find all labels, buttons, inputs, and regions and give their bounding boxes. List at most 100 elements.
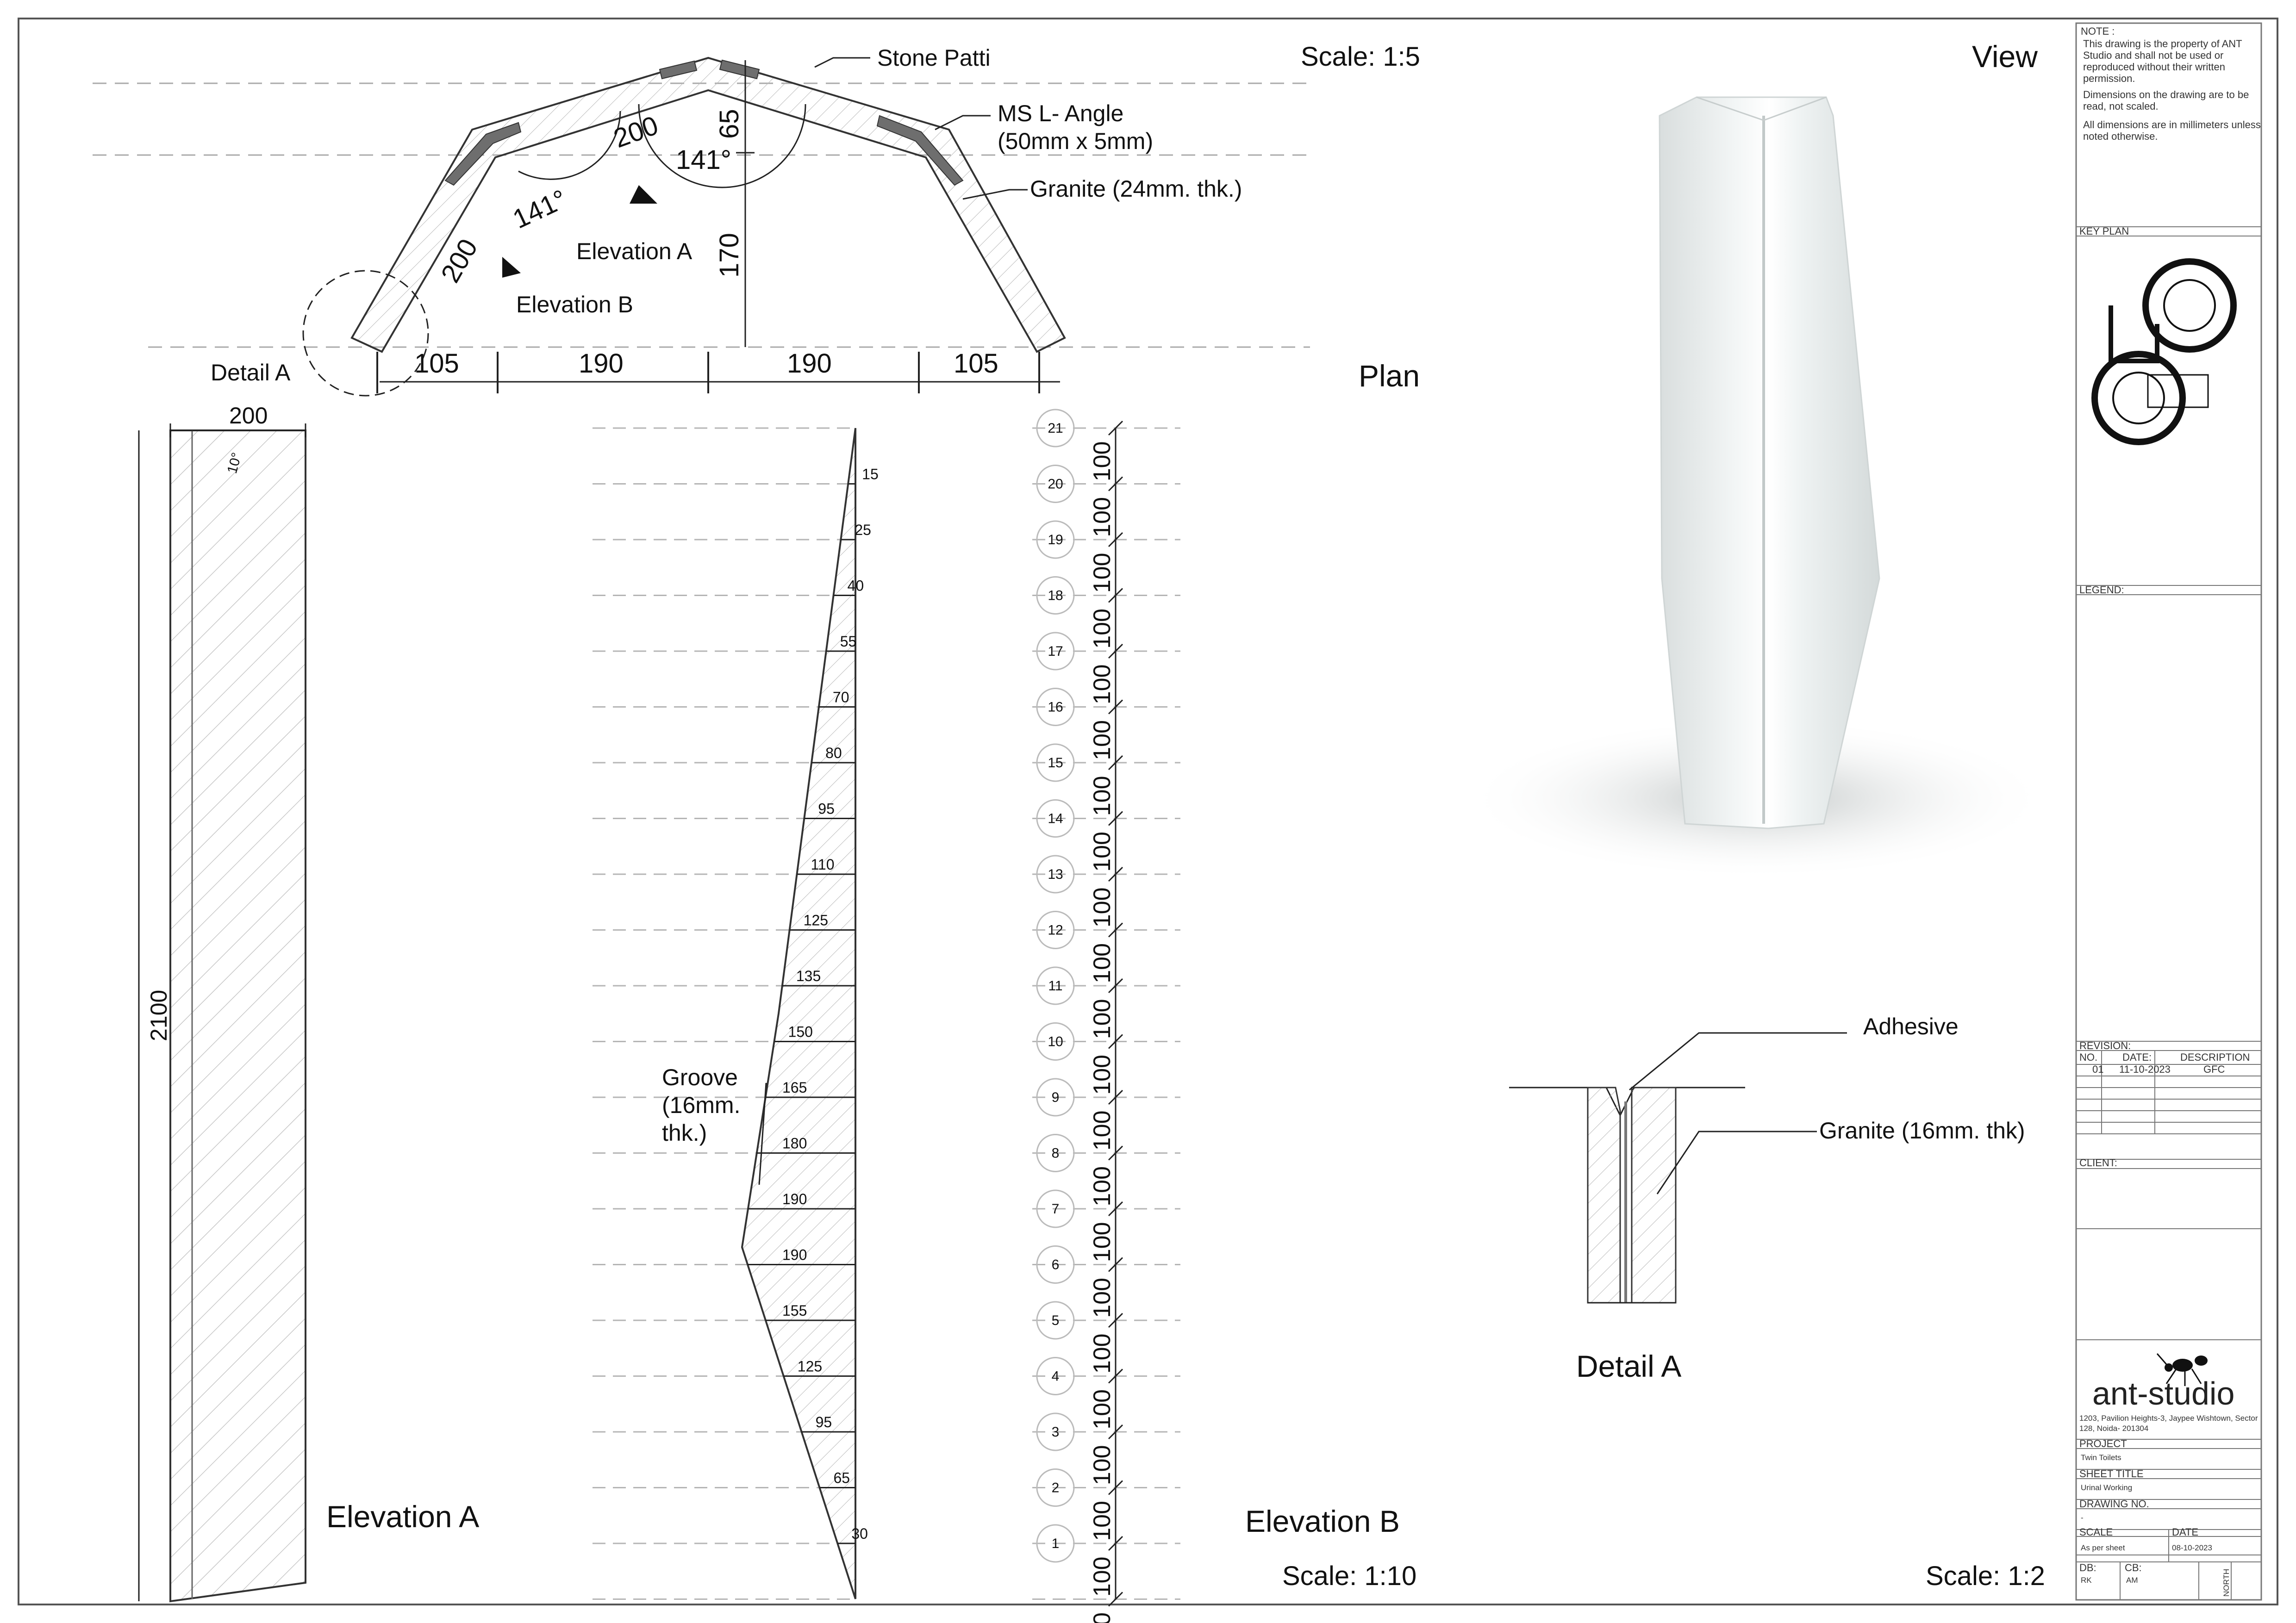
course-height-dim: 100 <box>1089 1612 1116 1623</box>
elevation-b-width-label: 40 <box>848 578 864 594</box>
stone-patti-top <box>659 60 698 80</box>
elevation-b-arrow <box>502 257 521 278</box>
logo-text: ant-studio <box>2092 1375 2234 1412</box>
course-height-dim: 100 <box>1089 1278 1116 1318</box>
course-number-circle <box>1036 632 1075 671</box>
detail-a-scale: Scale: 1:2 <box>1926 1561 2045 1591</box>
key-plan-label: KEY PLAN <box>2079 225 2129 237</box>
course-number-circle <box>1036 1357 1075 1395</box>
dim-angle-141-top: 141° <box>676 145 731 175</box>
view-rendering: View <box>1463 39 2051 879</box>
elevation-b-width-label: 150 <box>788 1024 813 1040</box>
note-line: permission. <box>2083 73 2135 84</box>
course-number-label: 2 <box>1052 1480 1060 1496</box>
note-line: noted otherwise. <box>2083 131 2158 142</box>
cb-label: CB: <box>2125 1562 2142 1573</box>
course-number-label: 20 <box>1048 477 1063 492</box>
course-number-circle <box>1036 576 1075 615</box>
ms-angle-left <box>444 122 522 186</box>
dim-bottom-105-right: 105 <box>954 348 998 379</box>
dim-170: 170 <box>714 233 744 278</box>
pillar-render <box>1659 96 1880 829</box>
key-plan-drawing <box>2091 258 2237 445</box>
course-number-circle <box>1036 688 1075 726</box>
course-height-dim: 100 <box>1089 832 1116 872</box>
course-number-label: 4 <box>1052 1369 1060 1384</box>
course-number-circle <box>1036 520 1075 559</box>
date-label: DATE <box>2172 1526 2198 1538</box>
elevation-b-width-label: 70 <box>833 689 849 706</box>
course-number-label: 6 <box>1052 1257 1060 1273</box>
drawing-no-label: DRAWING NO. <box>2079 1498 2149 1510</box>
ms-angle-size-label: (50mm x 5mm) <box>998 128 1153 154</box>
course-number-circle <box>1036 743 1075 782</box>
groove-label-line-1: Groove <box>662 1064 738 1090</box>
rev-header-no: NO. <box>2079 1051 2097 1063</box>
date-value: 08-10-2023 <box>2172 1543 2212 1552</box>
elevation-b-width-label: 110 <box>811 856 834 873</box>
elevation-b-width-label: 190 <box>782 1191 807 1207</box>
course-number-circle <box>1036 1189 1075 1228</box>
course-number-label: 16 <box>1048 700 1063 715</box>
granite-16mm-label: Granite (16mm. thk) <box>1819 1118 2025 1144</box>
cb-value: AM <box>2126 1576 2138 1585</box>
course-height-dim: 100 <box>1089 776 1116 816</box>
plan-scale: Scale: 1:5 <box>1301 42 1420 72</box>
course-number-circle <box>1036 1078 1075 1117</box>
dim-angle-141-left: 141° <box>508 184 571 235</box>
elevation-b-width-label: 15 <box>862 466 879 483</box>
note-line: All dimensions are in millimeters unless <box>2083 119 2261 131</box>
course-number-circle <box>1036 1468 1075 1507</box>
note-line: Studio and shall not be used or <box>2083 50 2223 61</box>
elevation-b-width-label: 190 <box>782 1247 807 1263</box>
db-value: RK <box>2081 1576 2092 1585</box>
ms-angle-top-right <box>719 59 760 80</box>
elevation-a-arrow <box>630 185 657 204</box>
dim-bottom-190-left: 190 <box>579 348 624 379</box>
ant-studio-logo: ant-studio <box>2092 1353 2234 1412</box>
adhesive-label: Adhesive <box>1863 1014 1959 1039</box>
note-line: Dimensions on the drawing are to be <box>2083 89 2249 100</box>
elevation-b-width-label: 155 <box>782 1302 807 1319</box>
detail-a-granite-right <box>1631 1087 1677 1304</box>
legend-label: LEGEND: <box>2079 584 2124 596</box>
course-number-circle <box>1036 465 1075 503</box>
elevation-b-callout-label: Elevation B <box>516 292 633 317</box>
sheet-title-label: SHEET TITLE <box>2079 1468 2144 1480</box>
course-number-circle <box>1036 1022 1075 1061</box>
course-number-label: 14 <box>1048 811 1063 827</box>
course-number-label: 7 <box>1052 1201 1060 1217</box>
rev-row-description: GFC <box>2203 1063 2225 1075</box>
course-height-dim: 100 <box>1089 497 1116 537</box>
course-number-label: 3 <box>1052 1424 1060 1440</box>
course-number-label: 18 <box>1048 588 1063 603</box>
note-line: reproduced without their written <box>2083 61 2225 73</box>
note-line: This drawing is the property of ANT <box>2083 38 2242 50</box>
dim-bottom-190-right: 190 <box>787 348 832 379</box>
course-height-dim: 100 <box>1089 999 1116 1039</box>
course-height-dim: 100 <box>1089 943 1116 983</box>
course-height-dim: 100 <box>1089 609 1116 649</box>
detail-a-title: Detail A <box>1576 1349 1681 1383</box>
elevation-b-width-label: 95 <box>816 1414 832 1430</box>
elevation-b-width-label: 125 <box>804 912 828 929</box>
course-height-dim: 100 <box>1089 1501 1116 1541</box>
dim-65: 65 <box>714 109 744 139</box>
course-number-circle <box>1036 1301 1075 1340</box>
course-number-circle <box>1036 409 1075 448</box>
course-number-circle <box>1036 855 1075 894</box>
course-height-dim: 100 <box>1089 1166 1116 1206</box>
course-height-dim: 100 <box>1089 664 1116 704</box>
elevation-b-view: 1525405570809511012513515016518019019015… <box>593 409 1416 1623</box>
project-value: Twin Toilets <box>2081 1453 2121 1462</box>
course-height-dim: 100 <box>1089 553 1116 593</box>
granite-24mm-label: Granite (24mm. thk.) <box>1030 176 1242 202</box>
dim-bottom-105-left: 105 <box>414 348 459 379</box>
course-height-dim: 100 <box>1089 720 1116 760</box>
elevation-b-width-label: 30 <box>851 1525 868 1542</box>
drawing-no-value: - <box>2081 1513 2084 1522</box>
elevation-a-callout-label: Elevation A <box>576 238 693 264</box>
course-number-circle <box>1036 966 1075 1005</box>
elevation-a-height-dim: 2100 <box>146 990 172 1041</box>
course-height-dim: 100 <box>1089 1389 1116 1430</box>
